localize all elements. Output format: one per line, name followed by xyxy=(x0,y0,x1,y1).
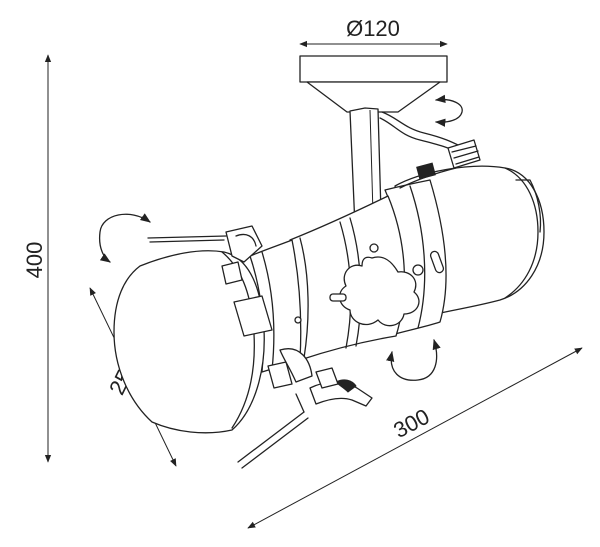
length-label: 300 xyxy=(389,404,433,443)
locking-lever-grip xyxy=(335,379,357,393)
rear-ring-line xyxy=(409,185,426,329)
rotation-arrow-left-path xyxy=(98,213,151,263)
yoke-screw-top xyxy=(369,243,379,253)
canopy-cone xyxy=(306,81,441,113)
canopy-plate xyxy=(299,55,448,83)
ceiling-canopy xyxy=(299,55,448,113)
barn-door-bottom xyxy=(237,411,305,463)
body-top-edge xyxy=(399,167,457,189)
lamp-head xyxy=(113,139,545,469)
side-clamp-bottom xyxy=(267,361,293,389)
hinge-plate xyxy=(233,295,273,337)
top-clamp-detail xyxy=(235,233,257,247)
body-slot xyxy=(329,293,347,302)
height-label: 400 xyxy=(22,242,47,279)
rotation-arrow-top xyxy=(434,94,463,127)
front-collar-line xyxy=(261,251,275,371)
side-clamp-top xyxy=(221,261,243,285)
barn-door-bottom-inner xyxy=(241,417,309,469)
collar-screw xyxy=(294,316,302,324)
power-cable-outline xyxy=(381,111,461,147)
vent-slot xyxy=(429,250,445,274)
diameter-label: Ø120 xyxy=(346,16,400,41)
front-lens-housing xyxy=(113,250,265,434)
rotation-arrow-left xyxy=(98,213,151,263)
rotation-arrow-bottom-path xyxy=(386,339,441,381)
body-screw xyxy=(412,264,424,276)
tilt-knob xyxy=(339,256,420,327)
length-dimension-line xyxy=(247,347,583,529)
rear-cap-edge xyxy=(515,179,542,233)
barn-door-top xyxy=(147,235,227,239)
cable-gland-threads xyxy=(451,145,480,165)
rotation-arrow-top-path xyxy=(434,94,463,127)
diameter-dimension: Ø120 xyxy=(299,16,448,48)
lever-mount xyxy=(315,367,339,389)
lower-hinge xyxy=(279,348,313,383)
cylinder-band-3 xyxy=(299,237,309,359)
cable-gland xyxy=(447,139,481,169)
rear-cap-ridge xyxy=(504,167,539,299)
top-clamp xyxy=(225,225,263,263)
power-cable xyxy=(379,117,457,153)
height-dimension: 400 xyxy=(22,54,52,463)
rotation-arrow-bottom xyxy=(386,339,441,381)
barn-door-top-inner xyxy=(149,239,225,243)
barn-door-hinge-bottom xyxy=(295,393,305,413)
